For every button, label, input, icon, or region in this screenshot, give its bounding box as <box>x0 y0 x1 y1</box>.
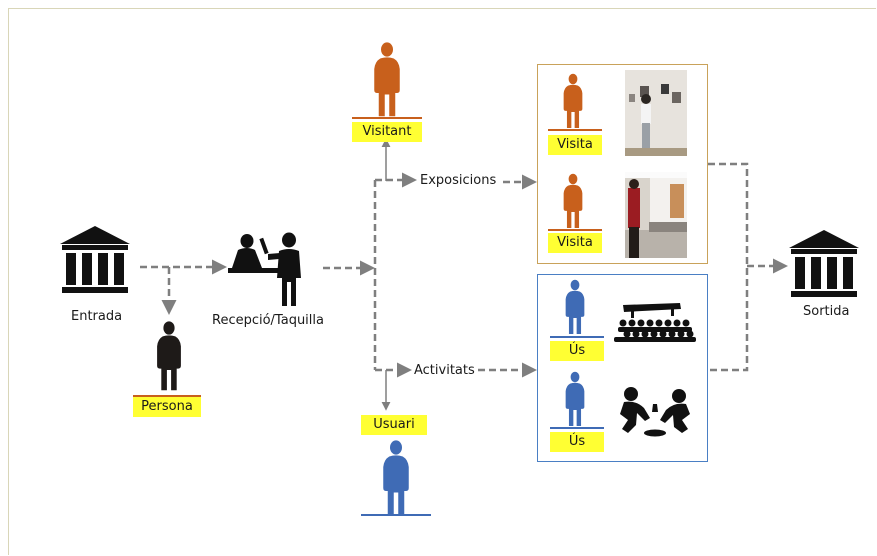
gallery-photo <box>625 172 687 258</box>
museum-building-icon <box>60 226 130 293</box>
audience-icon <box>614 303 696 342</box>
museum-building-icon <box>789 230 859 297</box>
workshop-icon <box>620 387 690 437</box>
use-tag: Ús <box>550 432 604 452</box>
visit-tag: Visita <box>548 233 602 253</box>
visit-tag: Visita <box>548 135 602 155</box>
visitor-figure <box>374 42 400 117</box>
person-tag: Persona <box>133 397 201 417</box>
use-tag: Ús <box>550 341 604 361</box>
visitor-tag: Visitant <box>352 122 422 142</box>
exit-label: Sortida <box>803 304 850 319</box>
gallery-photo <box>625 70 687 156</box>
exhibitions-box <box>537 64 708 264</box>
figure-frame <box>8 8 876 555</box>
entrance-label: Entrada <box>71 309 123 324</box>
user-figure <box>383 440 409 515</box>
person-figure <box>157 321 181 391</box>
user-tag: Usuari <box>361 415 427 435</box>
activities-label: Activitats <box>414 363 475 378</box>
reception-label: Recepció/Taquilla <box>212 313 324 328</box>
reception-desk-icon <box>228 232 301 306</box>
activities-box <box>537 274 708 462</box>
exhibitions-label: Exposicions <box>420 173 497 188</box>
